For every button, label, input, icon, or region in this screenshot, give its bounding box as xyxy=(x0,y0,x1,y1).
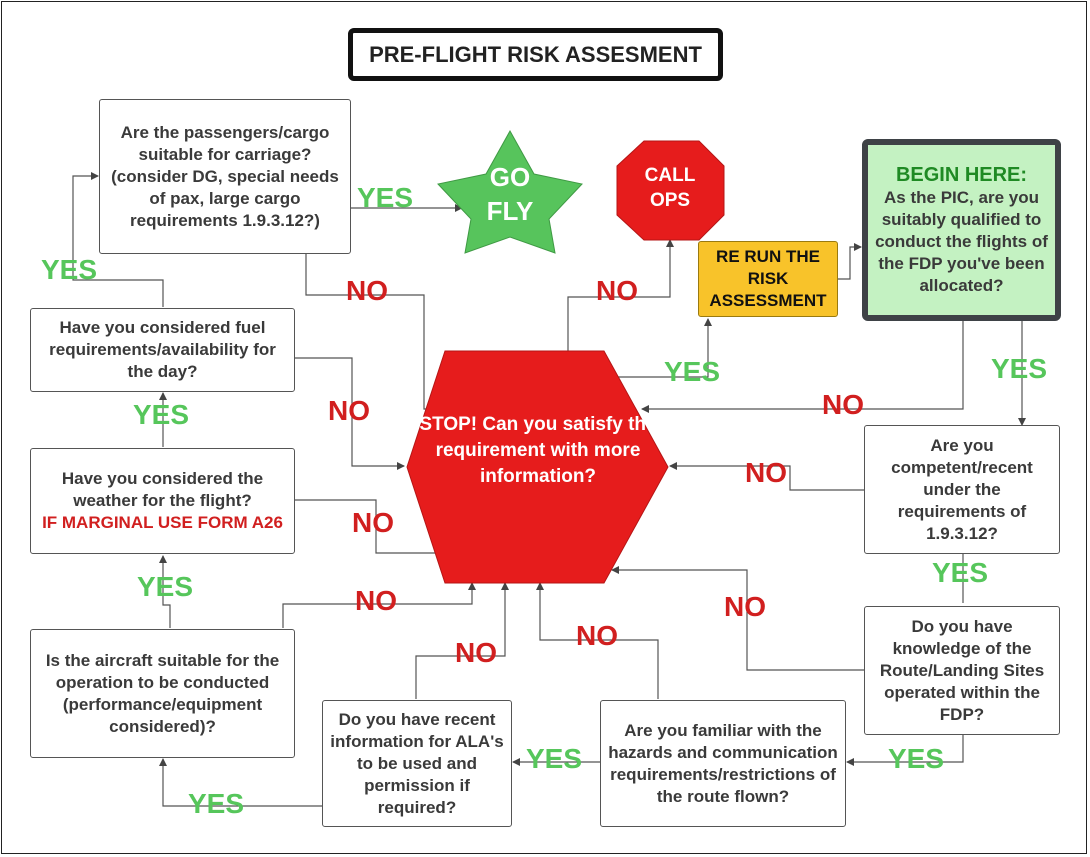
connector-begin-no xyxy=(641,321,964,413)
aircraft-question: Is the aircraft suitable for the operati… xyxy=(45,650,280,736)
call-ops-line-1: CALL xyxy=(644,165,696,186)
page-title: PRE-FLIGHT RISK ASSESMENT xyxy=(348,28,723,81)
no-label-competent: NO xyxy=(745,457,787,488)
begin-question: As the PIC, are you suitably qualified t… xyxy=(875,188,1048,295)
passengers-question-box: Are the passengers/cargo suitable for ca… xyxy=(99,99,351,254)
connector-stop-yes xyxy=(615,318,712,378)
go-fly-line-2: FLY xyxy=(486,196,534,226)
connector-fuel-no xyxy=(294,357,405,470)
go-fly-star xyxy=(437,129,583,254)
knowledge-question: Do you have knowledge of the Route/Landi… xyxy=(879,616,1045,724)
ala-question-box: Do you have recent information for ALA's… xyxy=(322,700,512,827)
connector-hazards-no xyxy=(536,582,659,699)
yes-label-passengers: YES xyxy=(357,182,414,213)
stop-question: STOP! Can you satisfy the requirement wi… xyxy=(419,414,657,487)
connector-rerun-begin xyxy=(838,243,862,280)
connector-competent-no xyxy=(669,462,864,491)
yes-label-begin: YES xyxy=(991,353,1048,384)
call-ops-label: CALL OPS xyxy=(620,163,720,213)
connector-ala-no xyxy=(415,582,509,699)
competent-question: Are you competent/recent under the requi… xyxy=(891,435,1033,543)
no-label-knowledge: NO xyxy=(724,591,766,622)
fuel-question: Have you considered fuel requirements/av… xyxy=(49,318,276,381)
connector-knowledge-yes xyxy=(846,735,964,766)
connector-stop-no xyxy=(567,239,674,351)
no-label-begin: NO xyxy=(822,389,864,420)
no-label-hazards: NO xyxy=(576,620,618,651)
yes-label-knowledge: YES xyxy=(888,743,945,774)
rerun-assessment-box: RE RUN THE RISK ASSESSMENT xyxy=(698,241,838,317)
connector-aircraft-no xyxy=(282,582,476,628)
no-label-fuel: NO xyxy=(328,395,370,426)
no-label-ala: NO xyxy=(455,637,497,668)
yes-label-stop: YES xyxy=(664,356,721,387)
ala-question: Do you have recent information for ALA's… xyxy=(330,709,504,817)
weather-question-box: Have you considered the weather for the … xyxy=(30,448,295,554)
stop-hexagon xyxy=(406,350,669,584)
call-ops-line-2: OPS xyxy=(649,190,691,211)
fuel-question-box: Have you considered fuel requirements/av… xyxy=(30,308,295,392)
yes-label-fuel: YES xyxy=(41,254,98,285)
no-label-weather: NO xyxy=(352,507,394,538)
weather-note: IF MARGINAL USE FORM A26 xyxy=(42,513,283,532)
connector-knowledge-no xyxy=(611,566,864,671)
go-fly-label: GO FLY xyxy=(470,160,550,228)
weather-question: Have you considered the weather for the … xyxy=(61,469,264,510)
connector-aircraft-yes xyxy=(159,555,171,628)
connector-fuel-yes xyxy=(72,172,164,307)
no-label-passengers: NO xyxy=(346,275,388,306)
hazards-question-box: Are you familiar with the hazards and co… xyxy=(600,700,846,827)
yes-label-competent: YES xyxy=(932,557,989,588)
yes-label-ala: YES xyxy=(188,788,245,819)
yes-label-hazards: YES xyxy=(526,743,583,774)
knowledge-question-box: Do you have knowledge of the Route/Landi… xyxy=(864,606,1060,735)
begin-heading: BEGIN HERE: xyxy=(895,164,1028,186)
passengers-question: Are the passengers/cargo suitable for ca… xyxy=(111,122,339,230)
yes-label-weather: YES xyxy=(133,399,190,430)
call-ops-octagon xyxy=(616,140,725,241)
begin-here-box: BEGIN HERE: As the PIC, are you suitably… xyxy=(862,139,1061,321)
hazards-question: Are you familiar with the hazards and co… xyxy=(608,720,838,806)
aircraft-question-box: Is the aircraft suitable for the operati… xyxy=(30,629,295,758)
connector-weather-no xyxy=(294,499,457,557)
competent-question-box: Are you competent/recent under the requi… xyxy=(864,425,1060,554)
go-fly-line-1: GO xyxy=(489,162,531,192)
no-label-aircraft: NO xyxy=(355,585,397,616)
connector-ala-yes xyxy=(159,758,322,807)
yes-label-aircraft: YES xyxy=(137,571,194,602)
no-label-stop: NO xyxy=(596,275,638,306)
